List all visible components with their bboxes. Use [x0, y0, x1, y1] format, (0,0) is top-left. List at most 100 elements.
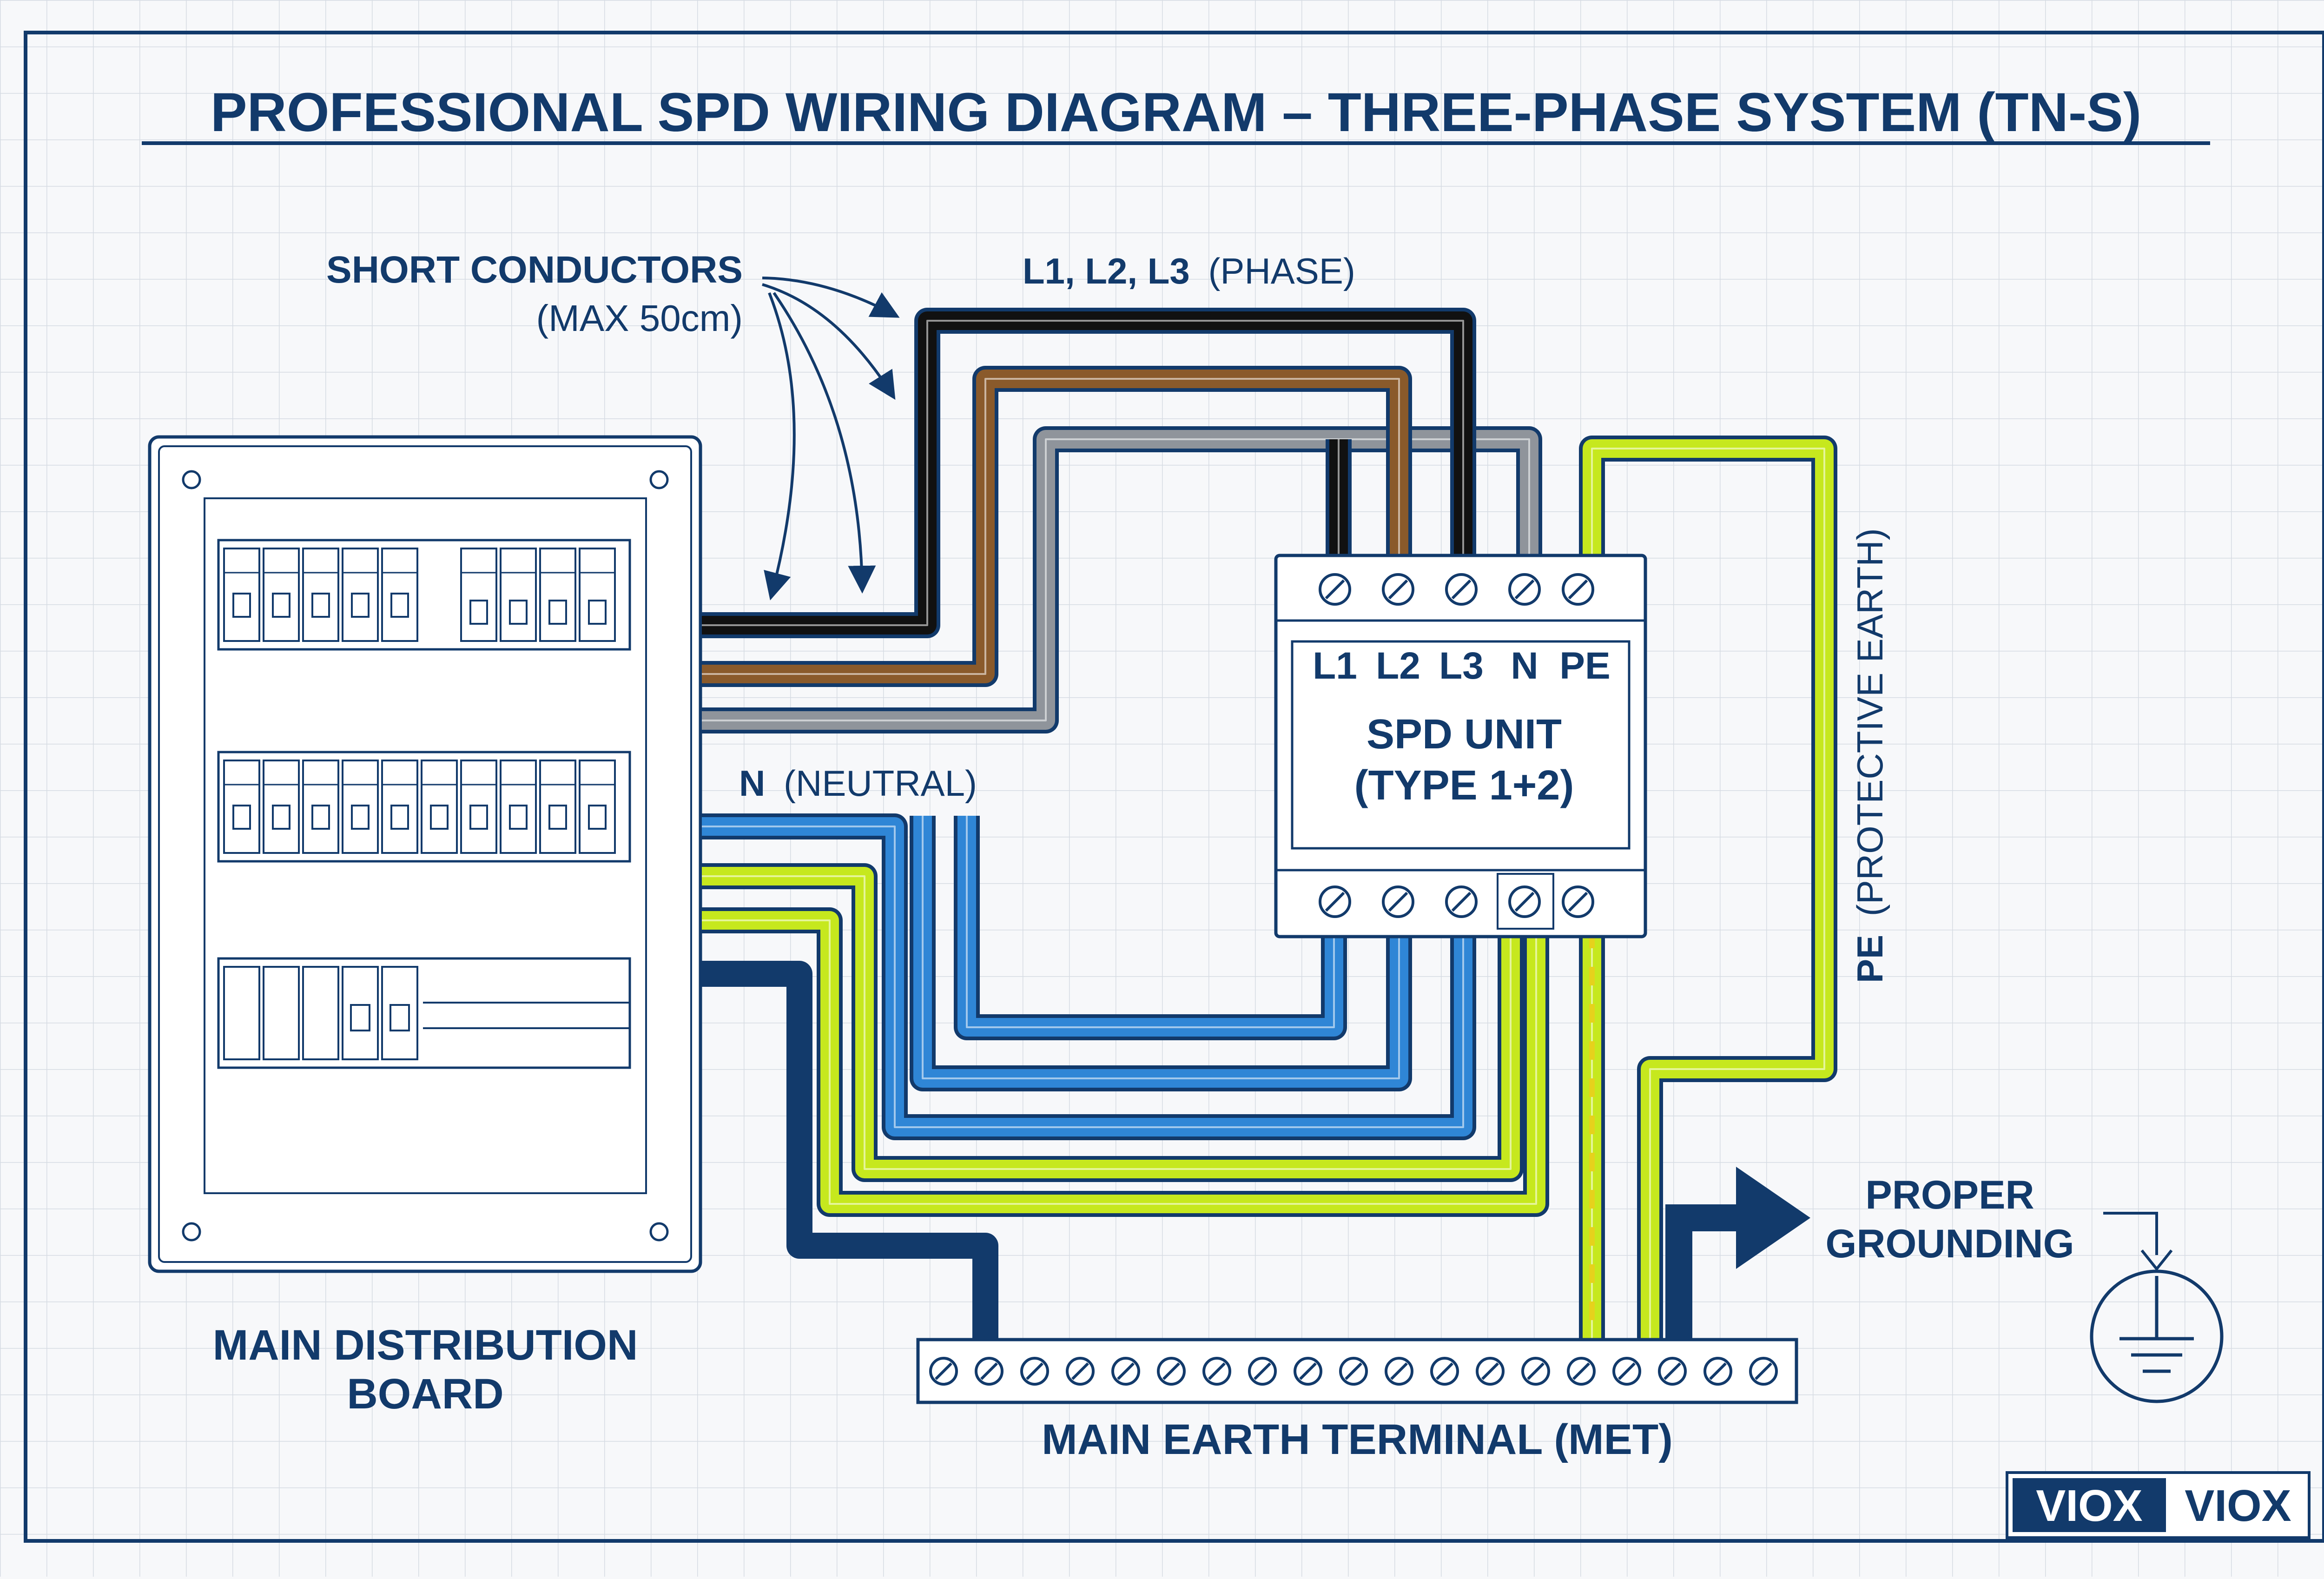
terminal-screw-icon	[1382, 573, 1414, 606]
arrow-icon	[764, 292, 796, 601]
breaker-toggle-icon	[548, 600, 567, 625]
terminal-screw-icon	[1382, 885, 1414, 918]
arrow-icon	[762, 277, 900, 318]
terminal-screw-icon	[1562, 573, 1594, 606]
terminal-screw-icon	[1319, 885, 1351, 918]
screw-icon	[182, 470, 201, 489]
terminal-screw-icon	[1430, 1357, 1459, 1386]
terminal-screw-icon	[1445, 885, 1478, 918]
circuit-breaker	[579, 548, 616, 642]
breaker-toggle-icon	[430, 805, 449, 830]
circuit-breaker	[223, 760, 260, 854]
short-conductors-note: (MAX 50cm)	[536, 297, 743, 339]
brand-logo: VIOX VIOX	[2006, 1471, 2311, 1539]
breaker-toggle-icon	[588, 805, 607, 830]
wiring	[702, 308, 1837, 1348]
arrow-icon	[1736, 1167, 1810, 1269]
terminal-screw-icon	[1248, 1357, 1277, 1386]
terminal-screw-icon	[1445, 573, 1478, 606]
terminal-screw-icon	[1319, 573, 1351, 606]
terminal-screw-icon	[1476, 1357, 1505, 1386]
circuit-breaker	[223, 966, 260, 1060]
breaker-toggle-icon	[469, 805, 488, 830]
circuit-breaker	[500, 548, 537, 642]
pe-label: PE (PROTECTIVE EARTH)	[1849, 528, 1890, 983]
grounding-label-line2: GROUNDING	[1825, 1222, 2074, 1266]
arrow-icon	[772, 292, 876, 594]
neutral-wire-main	[702, 813, 1476, 1140]
grounding-arrow-icon	[1665, 1204, 1738, 1339]
circuit-breaker	[500, 760, 537, 854]
terminal-screw-icon	[1294, 1357, 1322, 1386]
short-conductors-annotation: SHORT CONDUCTORS (MAX 50cm)	[326, 249, 900, 601]
terminal-screw-icon	[1562, 885, 1594, 918]
terminal-screw-icon	[975, 1357, 1004, 1386]
earth-wire-upper	[702, 863, 1524, 1182]
circuit-breaker	[342, 760, 379, 854]
neutral-wire-middle	[910, 816, 1412, 1091]
breaker-toggle-icon	[469, 600, 488, 625]
page-title: PROFESSIONAL SPD WIRING DIAGRAM – THREE-…	[211, 82, 2141, 143]
spd-terminal-screws	[1319, 573, 1594, 918]
terminal-screw-icon	[1508, 885, 1541, 918]
main-earth-conductor	[702, 961, 998, 1341]
terminal-screw-icon	[1202, 1357, 1231, 1386]
breaker-toggle-icon	[548, 805, 567, 830]
circuit-breaker	[302, 760, 339, 854]
spd-unit-type: (TYPE 1+2)	[1354, 762, 1574, 809]
terminal-screw-icon	[1749, 1357, 1778, 1386]
phase-label: L1, L2, L3 (PHASE)	[1023, 251, 1355, 291]
terminal-screw-icon	[1508, 573, 1541, 606]
neutral-label-note: (NEUTRAL)	[784, 763, 977, 804]
terminal-screw-icon	[1066, 1357, 1095, 1386]
phase-l2-wire	[702, 366, 1412, 687]
circuit-breaker	[421, 760, 458, 854]
screw-icon	[649, 470, 669, 489]
breaker-toggle-icon	[390, 805, 409, 830]
breaker-toggle-icon	[588, 600, 607, 625]
terminal-screw-icon	[1157, 1357, 1186, 1386]
terminal-screw-icon	[1385, 1357, 1413, 1386]
circuit-breaker	[460, 548, 497, 642]
terminal-screw-icon	[1020, 1357, 1049, 1386]
breaker-toggle-icon	[232, 593, 251, 618]
brand-left: VIOX	[2036, 1481, 2142, 1531]
brand-right: VIOX	[2185, 1481, 2291, 1531]
circuit-breaker	[263, 966, 300, 1060]
short-conductors-label: SHORT CONDUCTORS	[326, 249, 743, 291]
circuit-breaker	[539, 548, 576, 642]
breaker-toggle-icon	[272, 805, 290, 830]
circuit-breaker	[223, 548, 260, 642]
spd-terminal-label-l1: L1	[1313, 645, 1357, 687]
main-earth-terminal	[916, 1338, 1798, 1404]
terminal-screw-icon	[1111, 1357, 1140, 1386]
neutral-wire-inner	[954, 816, 1347, 1040]
breaker-rows	[217, 539, 631, 1069]
terminal-screw-icon	[1658, 1357, 1687, 1386]
breaker-toggle-icon	[509, 600, 528, 625]
mdb-label-line1: MAIN DISTRIBUTION	[213, 1321, 638, 1369]
screw-icon	[649, 1222, 669, 1242]
circuit-breaker	[302, 966, 339, 1060]
breaker-toggle-icon	[311, 593, 330, 618]
circuit-breaker	[263, 548, 300, 642]
breaker-toggle-icon	[509, 805, 528, 830]
terminal-screw-icon	[1703, 1357, 1732, 1386]
grounding-pointer	[2103, 1212, 2158, 1255]
circuit-breaker	[381, 760, 418, 854]
terminal-screw-icon	[1521, 1357, 1550, 1386]
phase-l3-wire	[702, 426, 1542, 733]
grounding-label-line1: PROPER	[1865, 1173, 2034, 1217]
pe-label-bold: PE	[1849, 935, 1890, 983]
circuit-breaker	[342, 966, 379, 1060]
circuit-breaker	[302, 548, 339, 642]
breaker-toggle-icon	[232, 805, 251, 830]
breaker-toggle-icon	[350, 1004, 370, 1031]
circuit-breaker	[539, 760, 576, 854]
mdb-label-line2: BOARD	[347, 1370, 503, 1418]
breaker-toggle-icon	[390, 593, 409, 618]
circuit-breaker	[381, 548, 418, 642]
spd-terminal-label-l3: L3	[1439, 645, 1484, 687]
main-distribution-board	[148, 435, 702, 1273]
